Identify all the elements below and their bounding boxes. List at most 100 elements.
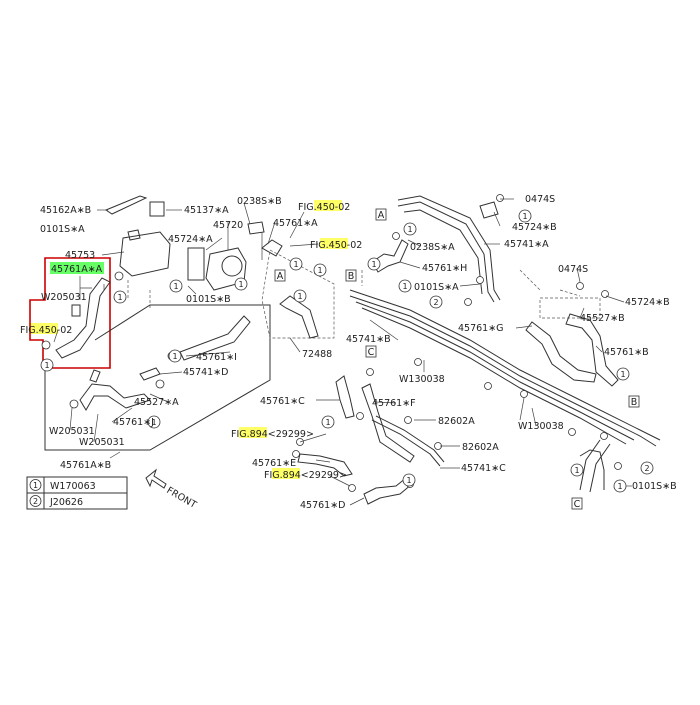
hose-45761-G[interactable] [525,321,597,383]
label-45724-B-top[interactable]: 45724∗B [512,222,557,233]
label-0101S-B-right[interactable]: 0101S∗B [632,481,677,492]
legend-part[interactable]: J20626 [49,497,83,508]
label-45741-D[interactable]: 45741∗D [183,367,229,378]
label-fig450-02-c[interactable]: FIG.450-02 [20,325,72,336]
label-fig450-02-b[interactable]: FIG.450-02 [310,240,362,251]
label-45761-B[interactable]: 45761∗B [604,347,649,358]
pipe-45741-C[interactable] [371,419,441,467]
label-0101S-A-mid[interactable]: 0101S∗A [414,282,459,293]
left-lower-box [44,304,271,451]
ref-b-label: B [348,271,355,282]
bracket-45724-B [479,201,499,219]
label-45137-A[interactable]: 45137∗A [184,205,229,216]
clip [114,271,124,281]
label-45724-B-right[interactable]: 45724∗B [625,297,670,308]
label-fig894-a[interactable]: FIG.894<29299> [231,429,314,440]
ref-c-label: C [368,347,375,358]
union-fitting [247,221,265,235]
label-45741-B[interactable]: 45741∗B [346,334,391,345]
label-45741-A[interactable]: 45741∗A [504,239,549,250]
label-W205031-a[interactable]: W205031 [41,292,87,303]
label-45761-E[interactable]: 45761∗E [252,458,296,469]
label-0238S-B[interactable]: 0238S∗B [237,196,282,207]
ref-box-a-left[interactable] [274,269,286,282]
label-45724-A-left[interactable]: 45724∗A [168,234,213,245]
box-outline [44,304,271,451]
label-W205031-c[interactable]: W205031 [79,437,125,448]
label-45162A-B[interactable]: 45162A∗B [40,205,91,216]
dashed-group [261,249,335,339]
ref-box-c-bottom[interactable] [571,497,583,510]
svg-text:1: 1 [617,482,622,491]
label-W205031-b[interactable]: W205031 [49,426,95,437]
label-W130038-a[interactable]: W130038 [399,374,445,385]
label-45720[interactable]: 45720 [213,220,243,231]
label-72488[interactable]: 72488 [302,349,332,360]
svg-text:1: 1 [522,212,527,221]
reservoir-cap [127,229,141,241]
pipe-45741-A-2 [397,201,495,303]
highlight-fig894-b [272,468,300,479]
bolt [71,304,81,317]
hose-45761-J[interactable] [79,383,151,411]
hose-45761-C[interactable] [335,375,355,419]
legend-part[interactable]: W170063 [50,481,96,492]
ref-box-b-right[interactable] [628,395,640,408]
label-45527-A[interactable]: 45527∗A [134,397,179,408]
label-45761A-A[interactable]: 45761A∗A [51,264,103,275]
pipe-45741-B-1[interactable] [349,289,661,441]
label-45761-J[interactable]: 45761∗J [113,417,154,428]
reference-boxes: A A B B C C [274,208,640,510]
hose-45761-E[interactable] [297,453,353,477]
hose-45761-I[interactable] [179,315,251,361]
hose-45761A-A[interactable] [55,277,111,359]
label-82602A-a[interactable]: 82602A [438,416,475,427]
svg-text:1: 1 [317,266,322,275]
label-0474S-top[interactable]: 0474S [525,194,555,205]
pipe-45741-A-1[interactable] [397,195,501,301]
label-45761-C[interactable]: 45761∗C [260,396,305,407]
label-0101S-A-left[interactable]: 0101S∗A [40,224,85,235]
label-0238S-A[interactable]: 0238S∗A [410,242,455,253]
svg-text:1: 1 [293,260,298,269]
callout-symbols: 1 1 1 1 1 1 1 1 1 1 1 1 2 1 1 1 1 1 2 1 [40,209,654,493]
selection-outline[interactable] [29,257,111,369]
left-assembly [41,195,171,359]
hose-45761-A[interactable] [279,295,319,339]
svg-text:1: 1 [402,282,407,291]
front-indicator: FRONT [145,468,198,511]
label-45761-D[interactable]: 45761∗D [300,500,346,511]
label-45761-I[interactable]: 45761∗I [196,352,237,363]
label-0101S-B-mid[interactable]: 0101S∗B [186,294,231,305]
svg-text:1: 1 [407,225,412,234]
legend-num: 2 [33,497,38,506]
label-45753[interactable]: 45753 [65,250,95,261]
label-45761A-B[interactable]: 45761A∗B [60,460,111,471]
label-45761-A[interactable]: 45761∗A [273,218,318,229]
leader-lines [53,198,632,506]
ref-box-b-left[interactable] [345,269,357,282]
label-fig894-b[interactable]: FIG.894<29299> [264,470,347,481]
hose-45761-H[interactable] [371,239,409,273]
ref-box-a-right[interactable] [375,208,387,221]
ref-a-label: A [277,271,284,282]
label-45527-B[interactable]: 45527∗B [580,313,625,324]
label-45761-G[interactable]: 45761∗G [458,323,504,334]
label-45761-F[interactable]: 45761∗F [372,398,416,409]
label-W130038-b[interactable]: W130038 [518,421,564,432]
label-fig450-02-a[interactable]: FIG.450-02 [298,202,350,213]
label-45761-H[interactable]: 45761∗H [422,263,467,274]
svg-text:1: 1 [620,370,625,379]
part-labels: 45162A∗B 45137∗A 45720 0238S∗B 45761∗A F… [20,194,677,511]
bracket [187,247,205,281]
label-45741-C[interactable]: 45741∗C [461,463,506,474]
label-0474S-right[interactable]: 0474S [558,264,588,275]
fitting [261,239,283,257]
ref-box-c-top[interactable] [365,345,377,358]
pipe-45741-A-3 [403,209,483,295]
hose-45761-B[interactable] [565,313,619,387]
hose-45761-F[interactable] [361,383,415,463]
label-82602A-b[interactable]: 82602A [462,442,499,453]
pipe-45741-D[interactable] [139,367,161,381]
